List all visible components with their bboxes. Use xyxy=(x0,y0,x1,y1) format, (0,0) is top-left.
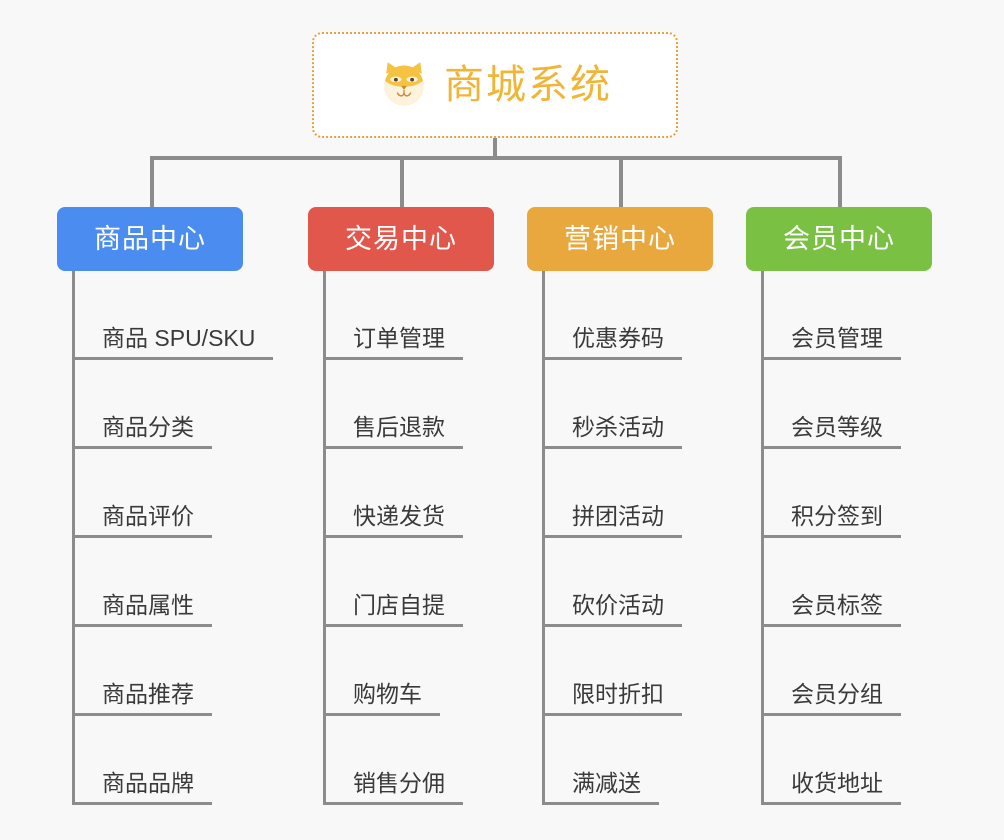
leaf-list: 会员管理会员等级积分签到会员标签会员分组收货地址 xyxy=(761,271,901,805)
leaf-label: 优惠券码 xyxy=(572,324,664,351)
leaf-underline: 商品 SPU/SKU xyxy=(72,324,274,360)
leaf-underline: 门店自提 xyxy=(323,592,463,627)
leaf-item[interactable]: 商品属性 xyxy=(72,538,273,627)
leaf-list: 商品 SPU/SKU 商品分类商品评价商品属性商品推荐商品品牌 xyxy=(72,271,274,805)
leaf-spine xyxy=(761,271,764,805)
leaf-underline: 商品属性 xyxy=(72,592,212,627)
leaf-underline: 会员分组 xyxy=(761,681,901,716)
leaf-item[interactable]: 会员分组 xyxy=(761,627,901,716)
connector-root-stem xyxy=(493,138,497,158)
leaf-item[interactable]: 订单管理 xyxy=(323,271,463,360)
leaf-underline: 收货地址 xyxy=(761,770,901,805)
branch-label: 商品中心 xyxy=(94,223,206,254)
leaf-label: 售后退款 xyxy=(353,413,445,440)
leaf-underline: 砍价活动 xyxy=(542,592,682,627)
leaf-item[interactable]: 会员标签 xyxy=(761,538,901,627)
leaf-label: 商品 SPU/SKU xyxy=(102,324,256,351)
leaf-item[interactable]: 拼团活动 xyxy=(542,449,682,538)
leaf-item[interactable]: 购物车 xyxy=(323,627,463,716)
leaf-underline: 优惠券码 xyxy=(542,325,682,360)
branch-label: 交易中心 xyxy=(345,223,457,254)
leaf-label: 会员管理 xyxy=(791,324,883,351)
leaf-list: 订单管理售后退款快递发货门店自提购物车销售分佣 xyxy=(323,271,463,805)
leaf-underline: 拼团活动 xyxy=(542,503,682,538)
leaf-item[interactable]: 积分签到 xyxy=(761,449,901,538)
leaf-list: 优惠券码秒杀活动拼团活动砍价活动限时折扣满减送 xyxy=(542,271,682,805)
branch-node-2[interactable]: 交易中心 xyxy=(308,207,494,271)
root-node[interactable]: 商城系统 xyxy=(312,32,678,138)
leaf-underline: 订单管理 xyxy=(323,325,463,360)
leaf-underline: 商品评价 xyxy=(72,503,212,538)
leaf-item[interactable]: 售后退款 xyxy=(323,360,463,449)
leaf-label: 商品品牌 xyxy=(102,769,194,796)
connector-bus xyxy=(150,156,840,160)
leaf-item[interactable]: 销售分佣 xyxy=(323,716,463,805)
leaf-underline: 满减送 xyxy=(542,770,659,805)
branch-node-1[interactable]: 商品中心 xyxy=(57,207,243,271)
connector-drop-2 xyxy=(400,156,404,208)
leaf-label: 快递发货 xyxy=(353,502,445,529)
leaf-item[interactable]: 商品 SPU/SKU xyxy=(72,271,274,360)
leaf-item[interactable]: 商品推荐 xyxy=(72,627,273,716)
leaf-label: 商品评价 xyxy=(102,502,194,529)
root-title: 商城系统 xyxy=(444,63,612,107)
leaf-underline: 积分签到 xyxy=(761,503,901,538)
leaf-label: 商品推荐 xyxy=(102,680,194,707)
leaf-underline: 商品推荐 xyxy=(72,681,212,716)
leaf-item[interactable]: 商品分类 xyxy=(72,360,273,449)
leaf-underline: 商品分类 xyxy=(72,414,212,449)
leaf-item[interactable]: 优惠券码 xyxy=(542,271,682,360)
shiba-dog-icon xyxy=(384,62,424,106)
leaf-item[interactable]: 商品品牌 xyxy=(72,716,273,805)
leaf-item[interactable]: 限时折扣 xyxy=(542,627,682,716)
leaf-label: 拼团活动 xyxy=(572,502,664,529)
leaf-underline: 快递发货 xyxy=(323,503,463,538)
leaf-item[interactable]: 快递发货 xyxy=(323,449,463,538)
connector-drop-1 xyxy=(150,156,154,208)
leaf-item[interactable]: 秒杀活动 xyxy=(542,360,682,449)
leaf-label: 门店自提 xyxy=(353,591,445,618)
leaf-label: 满减送 xyxy=(572,769,641,796)
connector-drop-3 xyxy=(619,156,623,208)
leaf-item[interactable]: 会员管理 xyxy=(761,271,901,360)
leaf-underline: 售后退款 xyxy=(323,414,463,449)
leaf-label: 会员等级 xyxy=(791,413,883,440)
branch-node-3[interactable]: 营销中心 xyxy=(527,207,713,271)
leaf-spine xyxy=(72,271,75,805)
leaf-label: 销售分佣 xyxy=(353,769,445,796)
leaf-label: 积分签到 xyxy=(791,502,883,529)
leaf-label: 商品分类 xyxy=(102,413,194,440)
leaf-underline: 会员标签 xyxy=(761,592,901,627)
leaf-item[interactable]: 收货地址 xyxy=(761,716,901,805)
leaf-label: 砍价活动 xyxy=(572,591,664,618)
leaf-spine xyxy=(542,271,545,805)
leaf-label: 限时折扣 xyxy=(572,680,664,707)
connector-drop-4 xyxy=(838,156,842,208)
leaf-item[interactable]: 门店自提 xyxy=(323,538,463,627)
leaf-underline: 限时折扣 xyxy=(542,681,682,716)
leaf-label: 收货地址 xyxy=(791,769,883,796)
leaf-label: 秒杀活动 xyxy=(572,413,664,440)
branch-label: 会员中心 xyxy=(783,223,895,254)
leaf-item[interactable]: 会员等级 xyxy=(761,360,901,449)
leaf-item[interactable]: 砍价活动 xyxy=(542,538,682,627)
leaf-label: 会员分组 xyxy=(791,680,883,707)
leaf-label: 商品属性 xyxy=(102,591,194,618)
leaf-spine xyxy=(323,271,326,805)
leaf-underline: 会员管理 xyxy=(761,325,901,360)
leaf-underline: 销售分佣 xyxy=(323,770,463,805)
branch-label: 营销中心 xyxy=(564,223,676,254)
leaf-item[interactable]: 商品评价 xyxy=(72,449,273,538)
leaf-underline: 购物车 xyxy=(323,681,440,716)
leaf-underline: 会员等级 xyxy=(761,414,901,449)
leaf-underline: 秒杀活动 xyxy=(542,414,682,449)
leaf-label: 订单管理 xyxy=(353,324,445,351)
leaf-item[interactable]: 满减送 xyxy=(542,716,682,805)
leaf-underline: 商品品牌 xyxy=(72,770,212,805)
leaf-label: 购物车 xyxy=(353,680,422,707)
branch-node-4[interactable]: 会员中心 xyxy=(746,207,932,271)
leaf-label: 会员标签 xyxy=(791,591,883,618)
